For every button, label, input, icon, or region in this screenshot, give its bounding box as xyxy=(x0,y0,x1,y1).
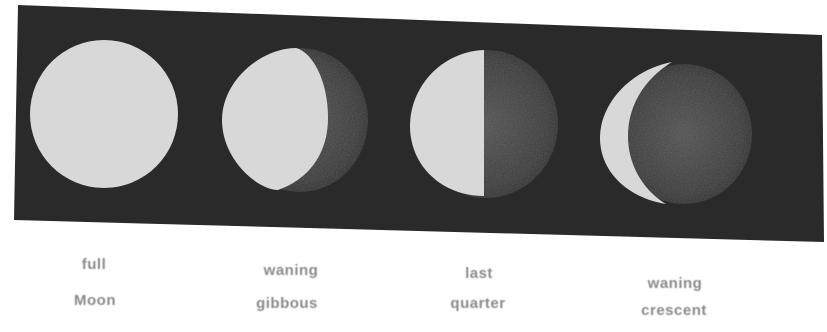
label-waning-crescent-line2: crescent xyxy=(614,303,734,318)
label-waning-crescent-line1: waning xyxy=(620,276,730,291)
label-full-moon-line1: full xyxy=(64,257,124,272)
label-waning-gibbous-line1: waning xyxy=(236,263,346,278)
full-moon-shape xyxy=(30,40,178,188)
label-full-moon-line2: Moon xyxy=(60,293,130,308)
label-waning-gibbous-line2: gibbous xyxy=(232,296,342,311)
label-last-quarter-line1: last xyxy=(444,266,514,281)
label-last-quarter-line2: quarter xyxy=(428,296,528,311)
full-moon-disc xyxy=(30,40,178,188)
